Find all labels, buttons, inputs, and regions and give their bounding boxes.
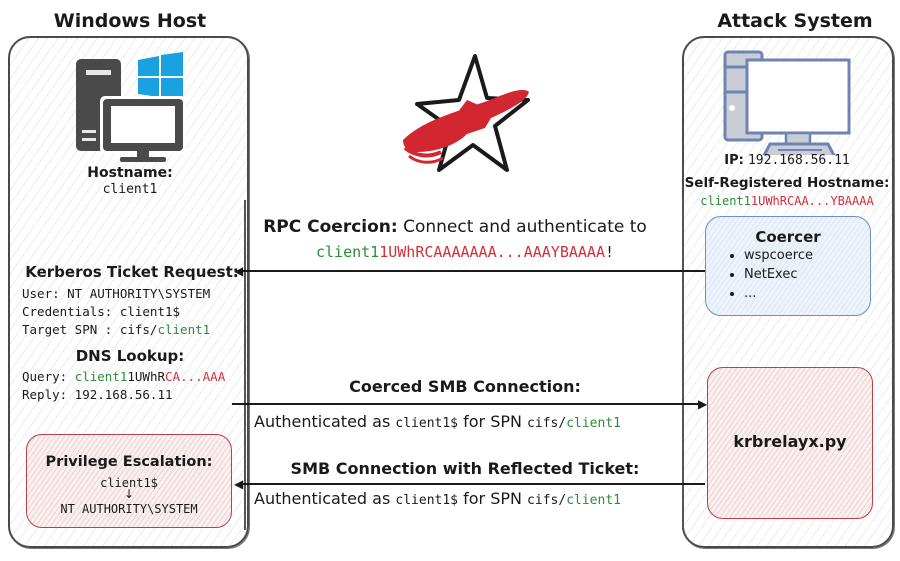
- auth-prefix: Authenticated as: [254, 412, 396, 431]
- auth-mid: for SPN: [458, 412, 528, 431]
- rpc-text: Connect and authenticate to: [397, 217, 647, 237]
- dns-query-prefix: Query:: [22, 369, 75, 384]
- privesc-from: client1$: [100, 476, 158, 490]
- reflected-smb-heading: SMB Connection with Reflected Ticket:: [290, 459, 640, 478]
- dns-query: Query: client11UWhRCA...AAA: [22, 369, 225, 384]
- windows-host-title: Windows Host: [53, 10, 207, 32]
- hostname-value: client1: [102, 182, 158, 197]
- coercer-box: [705, 216, 871, 316]
- dns-query-green: client1: [74, 369, 128, 384]
- coerced-smb-auth: Authenticated as client1$ for SPN cifs/c…: [254, 412, 621, 431]
- arrow-right-icon: ▶: [698, 397, 708, 411]
- spn-host: client1: [157, 322, 211, 337]
- rpc-coercion-arrow: [240, 270, 705, 272]
- hostname-red: 1UWhRCAA...YBAAAA: [750, 194, 874, 208]
- privesc-to: NT AUTHORITY\SYSTEM: [60, 502, 198, 516]
- attack-ip: IP: 192.168.56.11: [684, 153, 890, 168]
- ip-value: 192.168.56.11: [747, 153, 850, 168]
- rpc-heading: RPC Coercion:: [263, 217, 398, 237]
- windows-computer-icon: [76, 52, 186, 162]
- hostname-label: Hostname:: [87, 165, 173, 181]
- coerced-smb-heading: Coerced SMB Connection:: [349, 377, 581, 396]
- coercer-item: wspcoerce: [744, 246, 813, 265]
- rpc-target-green: client1: [315, 243, 380, 261]
- windows-lifeline: [244, 200, 246, 530]
- rpc-target: client11UWhRCAAAAAAA...AAAYBAAAA!: [250, 243, 680, 261]
- krbrelayx-label: krbrelayx.py: [733, 432, 847, 451]
- dns-query-black: 1UWhR: [127, 369, 166, 384]
- self-registered-hostname-label: Self-Registered Hostname:: [684, 175, 890, 191]
- windows-logo-icon: [138, 52, 183, 100]
- coercer-item: NetExec: [744, 265, 813, 284]
- auth-spn-prefix: cifs/: [527, 416, 567, 431]
- auth-spn-host: client1: [566, 493, 621, 508]
- coercer-heading: Coercer: [755, 228, 821, 246]
- kerberos-credentials: Credentials: client1$: [22, 304, 181, 319]
- arrow-left-icon: ◀: [234, 477, 244, 491]
- privilege-escalation-box: [26, 434, 232, 528]
- kerberos-user: User: NT AUTHORITY\SYSTEM: [22, 286, 211, 301]
- kerberos-spn: Target SPN : cifs/client1: [22, 322, 210, 337]
- dns-query-red: CA...AAA: [165, 369, 226, 384]
- spn-prefix: Target SPN : cifs/: [22, 322, 158, 337]
- kerberos-heading: Kerberos Ticket Request:: [25, 263, 239, 281]
- auth-prefix: Authenticated as: [254, 489, 396, 508]
- privesc-heading: Privilege Escalation:: [45, 454, 213, 470]
- attack-system-title: Attack System: [717, 10, 873, 32]
- self-registered-hostname: client11UWhRCAA...YBAAAA: [684, 194, 890, 208]
- coercer-item: ...: [744, 284, 813, 303]
- coercer-list: wspcoerce NetExec ...: [720, 246, 813, 303]
- auth-spn-host: client1: [566, 416, 621, 431]
- attack-lifeline: [682, 200, 684, 530]
- attack-computer-icon: [723, 50, 851, 155]
- auth-spn-prefix: cifs/: [527, 493, 567, 508]
- rpc-target-red: 1UWhRCAAAAAAA...AAAYBAAAA: [379, 243, 605, 261]
- auth-account: client1$: [395, 416, 459, 431]
- ip-label: IP:: [724, 153, 744, 168]
- krbrelayx-box: [707, 367, 873, 519]
- dns-reply: Reply: 192.168.56.11: [22, 387, 173, 402]
- auth-account: client1$: [395, 493, 459, 508]
- rpc-coercion-text: RPC Coercion: Connect and authenticate t…: [250, 217, 660, 237]
- hostname-green: client1: [700, 194, 751, 208]
- dns-heading: DNS Lookup:: [75, 347, 185, 365]
- logo-star-plane-icon: [403, 54, 530, 172]
- down-arrow-icon: ↓: [123, 487, 135, 501]
- coerced-smb-arrow: [232, 403, 702, 405]
- arrow-left-icon: ◀: [234, 264, 244, 278]
- reflected-smb-auth: Authenticated as client1$ for SPN cifs/c…: [254, 489, 621, 508]
- rpc-suffix: !: [604, 243, 615, 261]
- reflected-smb-arrow: [240, 483, 705, 485]
- auth-mid: for SPN: [458, 489, 528, 508]
